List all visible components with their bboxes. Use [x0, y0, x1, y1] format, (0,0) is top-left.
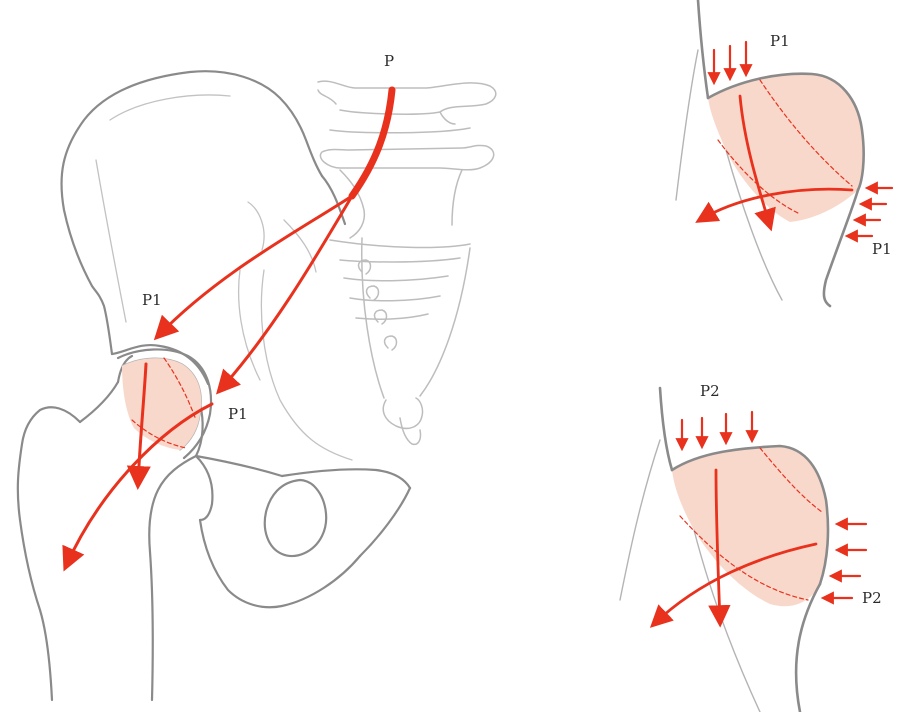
label-p1-inset1-top: P1: [770, 34, 790, 49]
inset1-zone: [708, 74, 864, 222]
inset2-zone: [672, 446, 828, 606]
label-p1-main-right: P1: [228, 407, 248, 422]
pubis-ischium: [200, 469, 410, 607]
load-column-arrow: [352, 90, 392, 196]
label-p1-inset1-side: P1: [872, 242, 892, 257]
force-arrow-to-acetabulum-roof: [158, 196, 352, 336]
label-p2-inset2-top: P2: [700, 384, 720, 399]
spine-sacrum: [318, 81, 496, 444]
label-p2-inset2-side: P2: [862, 591, 882, 606]
main-force-arrows: [66, 90, 392, 566]
ilium-outline: [61, 71, 345, 476]
pelvis-drawing: [18, 71, 496, 700]
inset-2: [620, 388, 866, 712]
label-p1-main-upper: P1: [142, 293, 162, 308]
force-arrow-to-medial-rim: [220, 196, 352, 390]
label-load-source: P: [384, 54, 394, 69]
